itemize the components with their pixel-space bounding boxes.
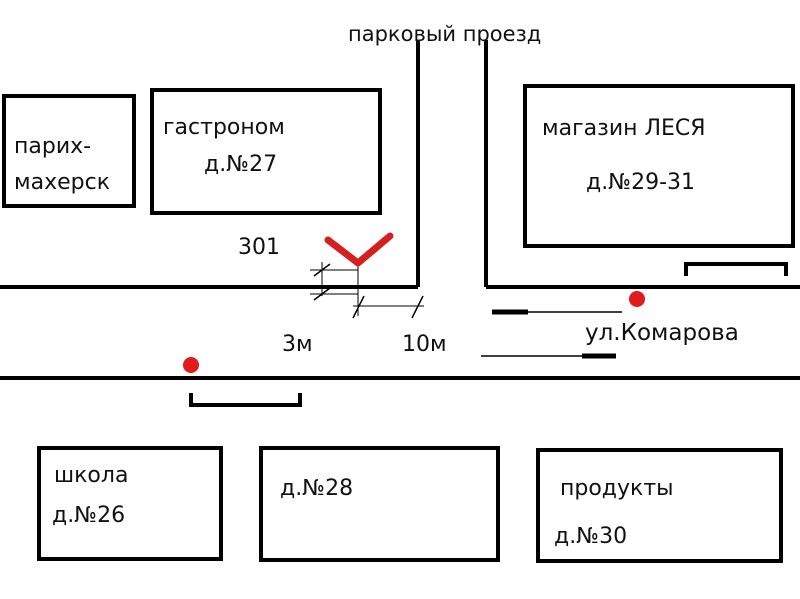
marker-dot-left xyxy=(183,357,199,373)
building-school xyxy=(37,446,223,561)
dimension-10m-label: 10м xyxy=(402,332,447,357)
gastronom-label: гастроном xyxy=(163,115,285,140)
street-label-main: ул.Комарова xyxy=(585,320,739,346)
dimension-3m-label: 3м xyxy=(282,332,313,357)
school-label: школа xyxy=(54,463,129,488)
gastronom-number: д.№27 xyxy=(204,152,278,177)
building-barbershop xyxy=(2,94,136,208)
building-produkty xyxy=(536,448,783,563)
marker-dot-right xyxy=(629,291,645,307)
produkty-number: д.№30 xyxy=(554,524,628,549)
house-28-number: д.№28 xyxy=(280,476,354,501)
site-number-label: 301 xyxy=(238,235,280,260)
produkty-label: продукты xyxy=(560,476,674,501)
barbershop-label-line1: парих- xyxy=(14,134,92,159)
barbershop-label-line2: махерск xyxy=(14,170,110,195)
street-label-north: парковый проезд xyxy=(348,22,542,46)
bus-stop-left xyxy=(189,393,302,407)
building-lesya xyxy=(523,84,795,248)
lesya-number: д.№29-31 xyxy=(586,170,696,195)
building-house-28 xyxy=(259,446,500,562)
check-mark xyxy=(324,232,394,267)
bus-stop-right xyxy=(684,262,788,276)
school-number: д.№26 xyxy=(52,503,126,528)
lesya-label: магазин ЛЕСЯ xyxy=(542,116,706,141)
building-gastronom xyxy=(150,88,382,215)
